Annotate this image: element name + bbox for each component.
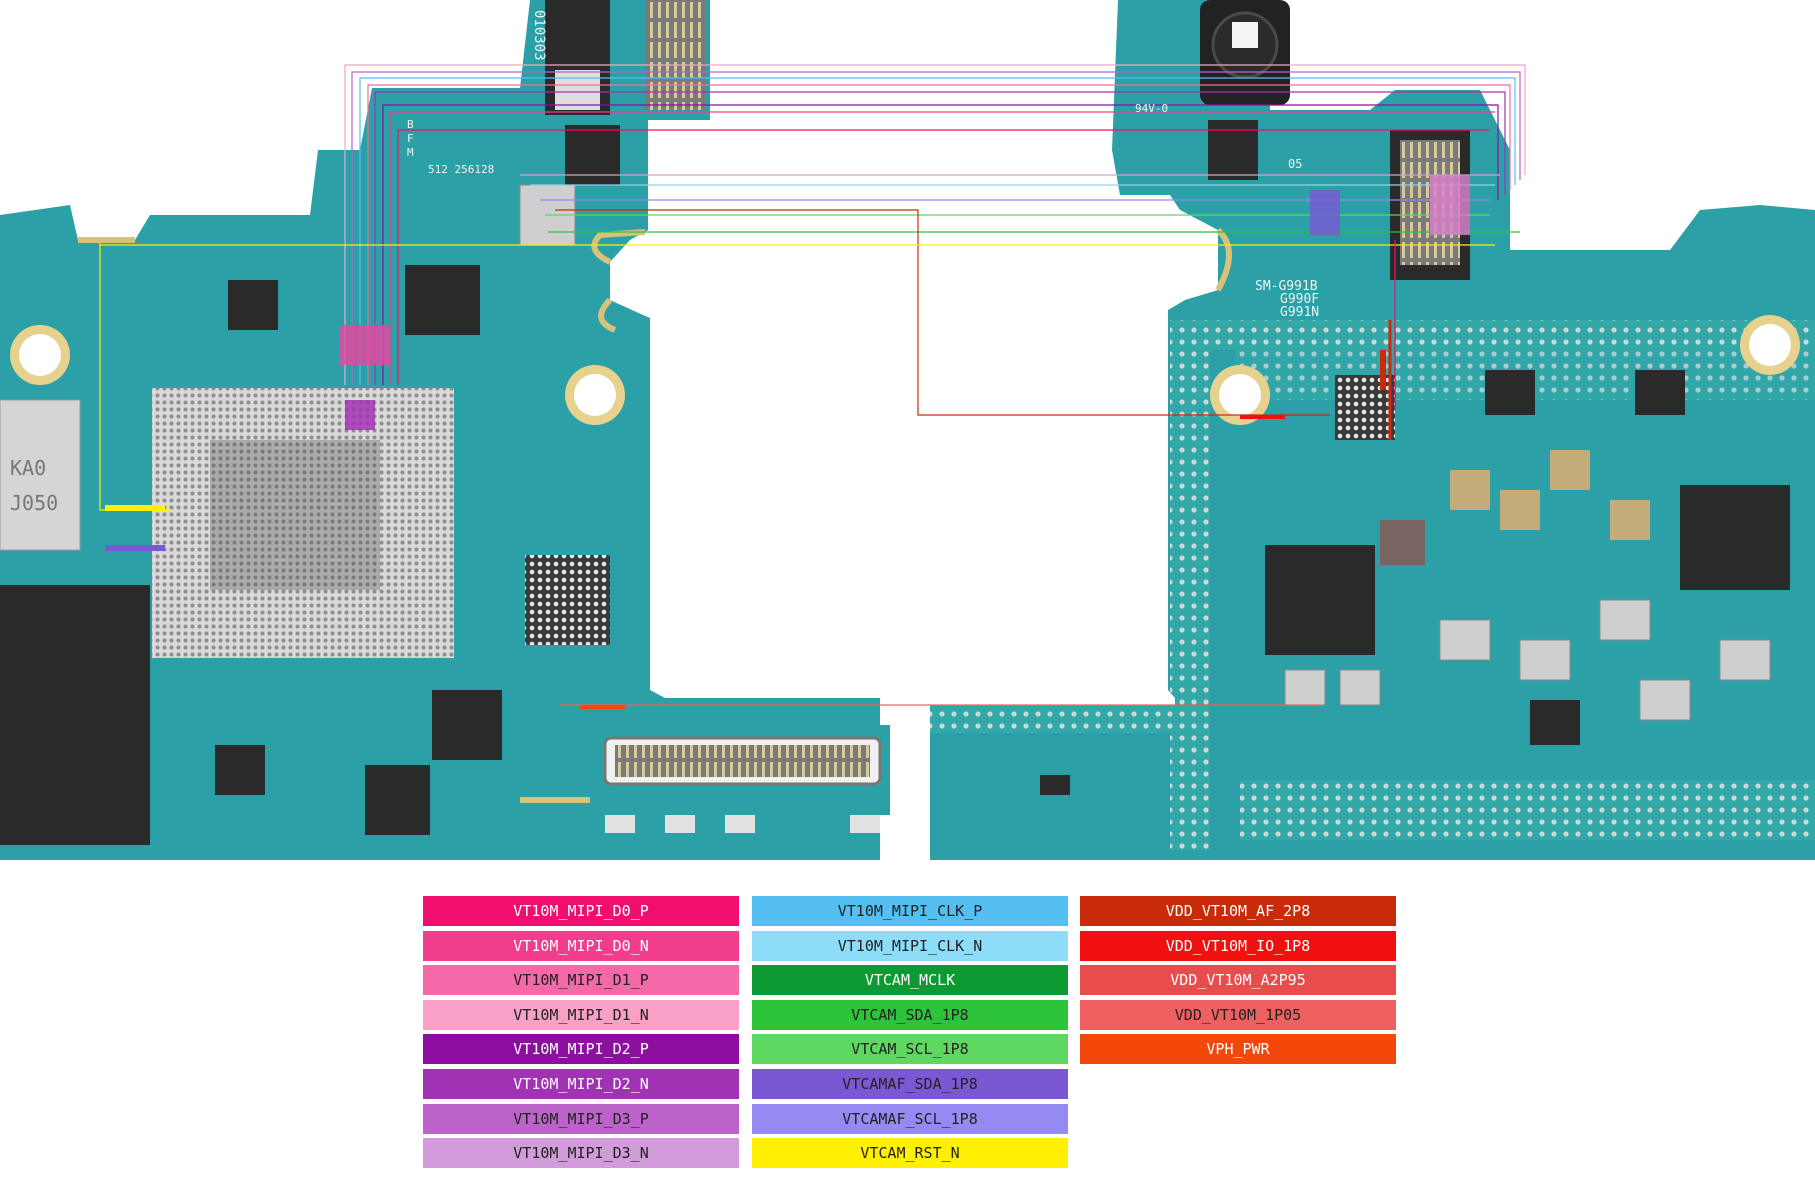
legend-entry: VDD_VT10M_IO_1P8 [1080,930,1396,961]
legend-entry: VT10M_MIPI_D0_P [423,896,739,926]
silk-label: G991N [1280,305,1319,320]
legend-entry: VTCAMAF_SCL_1P8 [752,1103,1068,1134]
silk-label: J050 [10,491,58,515]
silk-label: 512 256128 [428,163,494,176]
bottom-connector [590,725,890,833]
mounting-holes [10,315,1800,425]
silk-label: 94V-0 [1135,102,1168,115]
silk-label: G990F [1280,292,1319,307]
silkscreen-text: 010303 512 256128 B F M 94V-0 05 SM-G991… [10,10,1319,515]
legend-entry: VDD_VT10M_A2P95 [1080,965,1396,996]
legend-entry: VT10M_MIPI_D1_N [423,999,739,1030]
legend-entry: VT10M_MIPI_CLK_P [752,896,1068,926]
silk-label: M [407,146,414,159]
legend-entry: VT10M_MIPI_D1_P [423,965,739,996]
silk-label: B [407,118,414,131]
silk-label: F [407,132,414,145]
legend-entry: VT10M_MIPI_CLK_N [752,930,1068,961]
silk-label: SM-G991B [1255,279,1318,294]
legend-entry: VTCAM_MCLK [752,965,1068,996]
pcb-board-svg: 010303 512 256128 B F M 94V-0 05 SM-G991… [0,0,1815,860]
silk-label: KA0 [10,456,46,480]
legend-entry: VTCAM_RST_N [752,1138,1068,1169]
legend-entry: VT10M_MIPI_D2_N [423,1069,739,1099]
silk-label: 05 [1288,157,1302,171]
legend-entry: VPH_PWR [1080,1034,1396,1065]
legend-entry: VTCAM_SDA_1P8 [752,999,1068,1030]
left-board-components [0,0,705,845]
pcb-board-view: 010303 512 256128 B F M 94V-0 05 SM-G991… [0,0,1815,860]
legend-entry: VT10M_MIPI_D3_P [423,1103,739,1134]
legend-entry: VTCAMAF_SDA_1P8 [752,1069,1068,1099]
legend-entry: VT10M_MIPI_D2_P [423,1034,739,1065]
legend-entry: VDD_VT10M_AF_2P8 [1080,896,1396,926]
legend-entry: VT10M_MIPI_D3_N [423,1138,739,1169]
silk-label: 010303 [531,10,547,61]
pad-highlights [105,175,1470,709]
legend-entry: VTCAM_SCL_1P8 [752,1034,1068,1065]
legend-entry: VDD_VT10M_1P05 [1080,999,1396,1030]
legend-entry: VT10M_MIPI_D0_N [423,930,739,961]
